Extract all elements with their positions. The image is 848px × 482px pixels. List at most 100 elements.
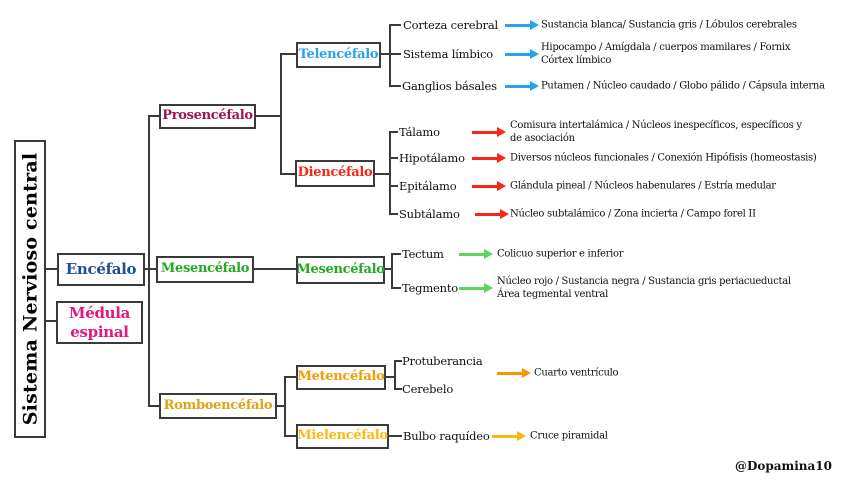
arrow-head — [530, 20, 539, 30]
arrow-shaft — [472, 156, 497, 160]
right-arrow-icon — [505, 81, 539, 91]
root-node-sistema-nervioso-central: Sistema Nervioso central — [14, 140, 46, 438]
arrow-shaft — [492, 434, 517, 438]
arrow-shaft — [505, 23, 530, 27]
arrow-head — [484, 249, 493, 259]
leaf-cerebelo: Cerebelo — [402, 382, 454, 396]
connector-line — [389, 131, 398, 133]
leaf-hipotalamo: Hipotálamo — [399, 151, 465, 165]
node-mielencefalo: Mielencéfalo — [296, 424, 389, 449]
node-mesencefalo-mid: Mesencéfalo — [156, 256, 254, 283]
connector-line — [389, 213, 398, 215]
arrow-shaft — [459, 286, 484, 290]
root-title: Sistema Nervioso central — [19, 152, 41, 426]
connector-line — [46, 320, 58, 322]
connector-line — [275, 405, 286, 407]
arrow-head — [517, 431, 526, 441]
connector-line — [280, 173, 297, 175]
leaf-subtalamo: Subtálamo — [399, 207, 460, 221]
arrow-head — [497, 127, 506, 137]
node-diencefalo: Diencéfalo — [295, 160, 375, 187]
leaf-tectum: Tectum — [402, 247, 444, 261]
desc-sistema-limbico: Hipocampo / Amígdala / cuerpos mamilares… — [541, 42, 791, 66]
connector-line — [284, 435, 298, 437]
connector-line — [379, 53, 391, 55]
arrow-head — [497, 153, 506, 163]
connector-line — [252, 268, 298, 270]
connector-bracket — [389, 24, 391, 87]
arrow-shaft — [472, 184, 497, 188]
connector-line — [391, 287, 401, 289]
connector-line — [280, 53, 297, 55]
desc-hipotalamo: Diversos núcleos funcionales / Conexión … — [510, 152, 817, 164]
connector-line — [389, 185, 398, 187]
desc-tectum: Colicuo superior e inferior — [497, 248, 624, 260]
desc-ganglios-basales: Putamen / Núcleo caudado / Globo pálido … — [541, 80, 825, 92]
arrow-shaft — [497, 371, 522, 375]
leaf-corteza-cerebral: Corteza cerebral — [403, 18, 498, 32]
author-handle: @Dopamina10 — [734, 459, 832, 473]
connector-bracket — [394, 360, 396, 390]
arrow-shaft — [505, 52, 530, 56]
connector-line — [387, 435, 402, 437]
leaf-talamo: Tálamo — [399, 125, 440, 139]
leaf-tegmento: Tegmento — [402, 281, 459, 295]
connector-line — [148, 268, 158, 270]
node-telencefalo: Telencéfalo — [296, 42, 381, 68]
node-encefalo: Encéfalo — [57, 253, 145, 286]
connector-line — [284, 376, 286, 437]
connector-line — [46, 268, 58, 270]
connector-line — [284, 376, 298, 378]
connector-line — [394, 388, 402, 390]
arrow-head — [484, 283, 493, 293]
desc-cuarto-ventriculo: Cuarto ventrículo — [534, 367, 619, 379]
connector-trunk — [148, 115, 150, 407]
desc-epitalamo: Glándula pineal / Núcleos habenulares / … — [510, 180, 776, 192]
connector-line — [148, 405, 161, 407]
node-romboencefalo: Romboencéfalo — [159, 393, 277, 419]
leaf-ganglios-basales: Ganglios básales — [402, 79, 497, 93]
arrow-head — [500, 209, 509, 219]
desc-cruce-piramidal: Cruce piramidal — [530, 430, 608, 442]
right-arrow-icon — [505, 20, 539, 30]
node-mesencefalo: Mesencéfalo — [296, 256, 385, 284]
right-arrow-icon — [475, 209, 509, 219]
node-medula-espinal: Médula espinal — [56, 301, 143, 344]
connector-line — [384, 376, 396, 378]
right-arrow-icon — [505, 49, 539, 59]
desc-corteza-cerebral: Sustancia blanca/ Sustancia gris / Lóbul… — [541, 19, 797, 31]
right-arrow-icon — [459, 283, 493, 293]
connector-line — [143, 268, 150, 270]
right-arrow-icon — [497, 368, 531, 378]
node-prosencefalo: Prosencéfalo — [159, 104, 256, 129]
desc-tegmento: Núcleo rojo / Sustancia negra / Sustanci… — [497, 276, 791, 300]
right-arrow-icon — [472, 127, 506, 137]
leaf-epitalamo: Epitálamo — [399, 179, 457, 193]
right-arrow-icon — [472, 181, 506, 191]
connector-line — [394, 360, 402, 362]
connector-line — [389, 24, 401, 26]
arrow-shaft — [475, 212, 500, 216]
connector-bracket — [389, 131, 391, 215]
arrow-head — [497, 181, 506, 191]
arrow-head — [530, 49, 539, 59]
connector-line — [373, 173, 391, 175]
connector-line — [391, 253, 401, 255]
desc-talamo: Comisura intertalámica / Núcleos inespec… — [510, 120, 802, 144]
arrow-head — [522, 368, 531, 378]
connector-line — [389, 157, 398, 159]
connector-line — [389, 53, 401, 55]
connector-line — [383, 268, 393, 270]
arrow-shaft — [505, 84, 530, 88]
connector-line — [254, 115, 282, 117]
arrow-shaft — [459, 252, 484, 256]
node-metencefalo: Metencéfalo — [296, 365, 386, 390]
leaf-bulbo-raquideo: Bulbo raquídeo — [403, 429, 490, 443]
connector-line — [280, 53, 282, 175]
connector-line — [148, 115, 161, 117]
arrow-shaft — [472, 130, 497, 134]
leaf-protuberancia: Protuberancia — [402, 354, 483, 368]
desc-subtalamo: Núcleo subtalámico / Zona incierta / Cam… — [510, 208, 756, 220]
arrow-head — [530, 81, 539, 91]
